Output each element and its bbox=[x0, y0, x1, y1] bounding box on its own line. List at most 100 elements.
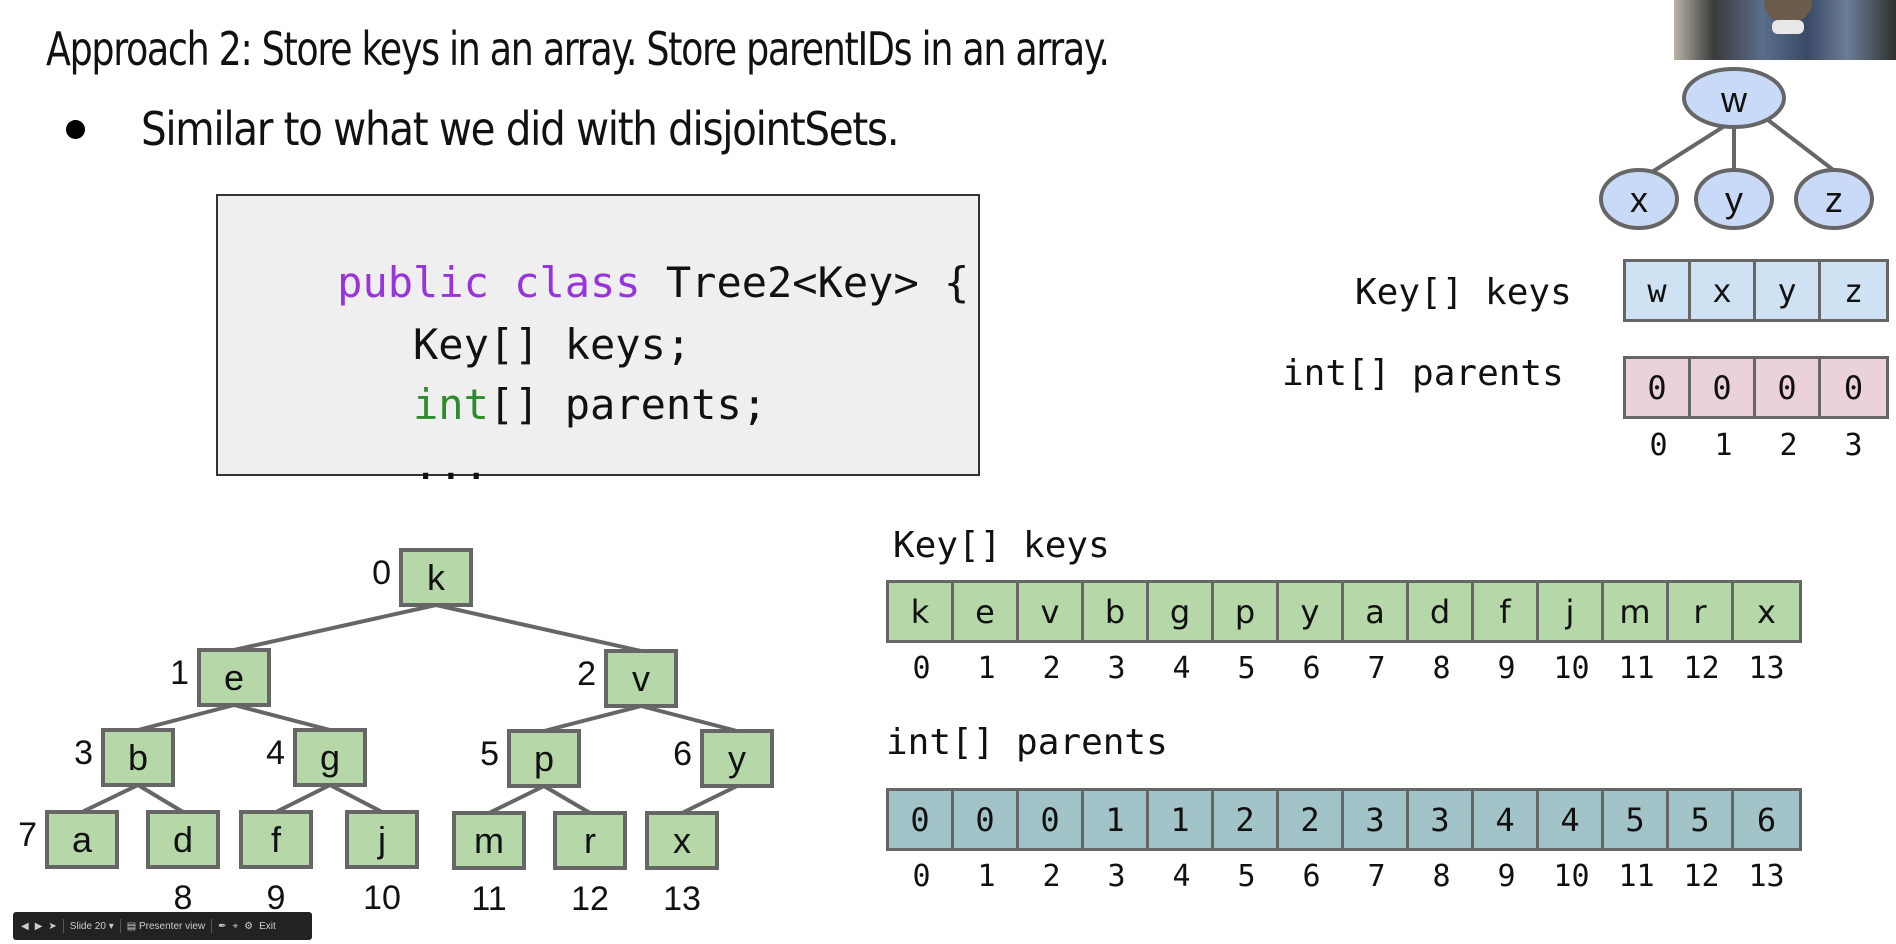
array-index-label: 0 bbox=[1649, 428, 1668, 463]
presenter-face bbox=[1764, 0, 1812, 22]
tree-node: d8 bbox=[146, 810, 220, 910]
array-cell: 5 bbox=[1669, 791, 1734, 848]
array-cell: w bbox=[1626, 262, 1691, 319]
array-cell: j bbox=[1539, 583, 1604, 640]
tree-node-root: w bbox=[1682, 67, 1786, 129]
code-line-3: int[] parents; bbox=[236, 342, 767, 468]
code-line-4: ... bbox=[236, 402, 489, 528]
tree-edge bbox=[640, 704, 738, 733]
array-cell: 0 bbox=[1843, 368, 1864, 407]
tree-edge bbox=[136, 783, 185, 814]
tree-node-box bbox=[345, 810, 419, 869]
presenter-view-button[interactable]: ▤ Presenter view bbox=[127, 921, 205, 932]
tree-edge bbox=[1766, 118, 1838, 174]
array-cell: m bbox=[1604, 583, 1669, 640]
bullet-text: Similar to what we did with disjointSets… bbox=[141, 102, 900, 156]
tree-node: y bbox=[1694, 168, 1774, 230]
laser-pointer-icon[interactable]: ✒ bbox=[218, 920, 227, 932]
fullscreen-icon[interactable]: ⌖ bbox=[232, 920, 239, 932]
array-cell: 0 bbox=[1756, 359, 1821, 416]
tree-node: x13 bbox=[645, 811, 719, 910]
tree-edge bbox=[1650, 118, 1736, 174]
tree-node-key: r bbox=[584, 820, 596, 861]
tree-node: e1 bbox=[170, 648, 271, 707]
node-label: z bbox=[1825, 179, 1843, 220]
tree-node-index: 6 bbox=[673, 735, 692, 773]
array-index-label: 5 bbox=[1237, 859, 1256, 894]
tree-edge bbox=[543, 704, 642, 733]
tree-edge bbox=[233, 603, 437, 652]
array-index-label: 2 bbox=[1042, 859, 1061, 894]
small-tree-diagram: w x y z bbox=[1599, 67, 1874, 230]
code-text: [] parents; bbox=[488, 380, 768, 429]
array-cell: 1 bbox=[1084, 791, 1149, 848]
tree-node-key: m bbox=[474, 820, 504, 861]
array-cell: 1 bbox=[1149, 791, 1214, 848]
array-index-label: 6 bbox=[1302, 651, 1321, 686]
tree-node-box bbox=[452, 811, 526, 870]
tree-edge bbox=[275, 783, 331, 814]
tree-edge bbox=[542, 784, 592, 815]
array-index-label: 13 bbox=[1748, 859, 1785, 894]
array-cell: 6 bbox=[1756, 800, 1777, 839]
array-index-label: 11 bbox=[1618, 651, 1655, 686]
tree-edge bbox=[233, 703, 331, 732]
tree-edge bbox=[329, 783, 383, 814]
array-index-label: 4 bbox=[1172, 651, 1191, 686]
array-cell: y bbox=[1756, 262, 1821, 319]
tree-node: k0 bbox=[372, 548, 473, 607]
toolbar-divider bbox=[211, 919, 213, 933]
next-slide-icon[interactable]: ➤ bbox=[48, 920, 57, 932]
array-index-label: 13 bbox=[1748, 651, 1785, 686]
array-index-label: 2 bbox=[1042, 651, 1061, 686]
array-index-label: 9 bbox=[1497, 859, 1516, 894]
play-icon[interactable]: ▶ bbox=[34, 920, 43, 932]
array-index-label: 7 bbox=[1367, 651, 1386, 686]
array-cell: 2 bbox=[1279, 791, 1344, 848]
array-index-label: 5 bbox=[1237, 651, 1256, 686]
array-index-label: 1 bbox=[1714, 428, 1733, 463]
tree-node: y6 bbox=[673, 729, 774, 788]
array-cell: 4 bbox=[1474, 791, 1539, 848]
tree-node-box bbox=[101, 728, 175, 787]
array-cell: 0 bbox=[1626, 359, 1691, 416]
array-cell: r bbox=[1669, 583, 1734, 640]
tree-node-index: 1 bbox=[170, 654, 189, 692]
tree-node-key: e bbox=[224, 657, 244, 698]
tree-node-index: 5 bbox=[480, 735, 499, 773]
exit-button[interactable]: Exit bbox=[259, 920, 276, 932]
array-cell: 3 bbox=[1344, 791, 1409, 848]
toolbar-divider bbox=[119, 919, 121, 933]
array-index-label: 0 bbox=[912, 859, 931, 894]
array-index-label: 3 bbox=[1107, 859, 1126, 894]
array-index-label: 11 bbox=[1618, 859, 1655, 894]
tree-node: m11 bbox=[452, 811, 526, 910]
array-cell: k bbox=[889, 583, 954, 640]
array-cell: y bbox=[1279, 583, 1344, 640]
slide-selector[interactable]: Slide 20 ▾ bbox=[70, 921, 114, 932]
small-parents-label: int[] parents bbox=[1282, 353, 1564, 394]
array-index-label: 1 bbox=[977, 859, 996, 894]
tree-node-index: 7 bbox=[18, 816, 37, 854]
array-cell: 0 bbox=[1691, 359, 1756, 416]
tree-node-box bbox=[507, 729, 581, 788]
tree-node-index: 2 bbox=[577, 655, 596, 693]
tree-node: j10 bbox=[345, 810, 419, 910]
previous-slide-icon[interactable]: ◀ bbox=[21, 920, 29, 932]
array-cell: g bbox=[1149, 583, 1214, 640]
tree-node-index: 13 bbox=[663, 880, 701, 910]
slide-title: Approach 2: Store keys in an array. Stor… bbox=[46, 22, 1110, 76]
presenter-collar bbox=[1772, 20, 1804, 34]
array-index-label: 10 bbox=[1553, 651, 1590, 686]
gear-icon[interactable]: ⚙ bbox=[244, 920, 254, 932]
tree-node: a7 bbox=[18, 810, 119, 869]
tree-node-index: 10 bbox=[363, 879, 401, 910]
tree-node-key: d bbox=[173, 819, 193, 860]
tree-node-box bbox=[293, 728, 367, 787]
array-cell: 2 bbox=[1214, 791, 1279, 848]
array-cell: e bbox=[954, 583, 1019, 640]
toolbar-divider bbox=[62, 919, 64, 933]
tree-node-box bbox=[604, 649, 678, 708]
